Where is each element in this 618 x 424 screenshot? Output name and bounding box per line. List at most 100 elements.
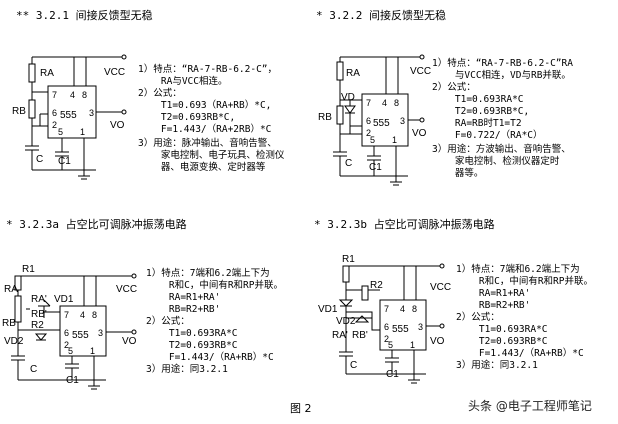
ground-symbol xyxy=(88,380,100,390)
desc-line: 1）特点：7端和6.2端上下为 xyxy=(456,263,580,275)
pin-8: 8 xyxy=(92,310,97,320)
description-3-2-3b: 1）特点：7端和6.2端上下为 R和C，中间有R和RP并联。 RA=R1+RA'… xyxy=(456,263,593,371)
desc-line: T2=0.693RB*C, xyxy=(138,112,235,123)
pin-7: 7 xyxy=(52,90,57,100)
pin-8: 8 xyxy=(82,90,87,100)
pin-4: 4 xyxy=(70,90,75,100)
pin-7: 7 xyxy=(366,98,371,108)
desc-line: RB=R2+RB' xyxy=(146,304,220,315)
c-label: C xyxy=(350,360,357,371)
desc-line: 家电控制、检测仪器定时 xyxy=(432,155,560,167)
desc-line: 3）用途：同3.2.1 xyxy=(146,363,228,375)
vcc-label: VCC xyxy=(116,284,137,295)
pin-5: 5 xyxy=(68,346,73,356)
diode-vd2 xyxy=(354,315,370,323)
c1-label: C1 xyxy=(66,375,79,386)
pin-3: 3 xyxy=(98,328,103,338)
pin-8: 8 xyxy=(394,98,399,108)
ground-symbol xyxy=(408,374,420,384)
pin-7: 7 xyxy=(384,304,389,314)
r2-label: R2 xyxy=(370,280,383,291)
ic-555 xyxy=(59,305,107,357)
pin-6: 6 xyxy=(52,108,57,118)
ground-symbol xyxy=(390,176,402,186)
pin-5: 5 xyxy=(388,340,393,350)
pin-4: 4 xyxy=(400,304,405,314)
vd2-label: VD2 xyxy=(4,336,24,347)
c-label: C xyxy=(36,154,43,165)
desc-line: 3）用途：方波输出、音响告警、 xyxy=(432,143,571,155)
desc-line: R和C，中间有R和RP并联。 xyxy=(146,279,283,291)
c1-label: C1 xyxy=(58,156,71,167)
capacitor-c xyxy=(11,330,25,380)
pin-8: 8 xyxy=(412,304,417,314)
vd1-label: VD1 xyxy=(318,304,338,315)
resistor-r1 xyxy=(342,265,350,283)
pin-2: 2 xyxy=(52,120,57,130)
desc-line: T1=0.693RA*C xyxy=(456,324,548,335)
vo-terminal xyxy=(419,117,425,123)
c-label: C xyxy=(30,364,37,375)
vcc-rail xyxy=(18,275,132,306)
desc-line: 2）公式： xyxy=(138,87,182,99)
vcc-label: VCC xyxy=(430,282,451,293)
vo-label: VO xyxy=(122,336,137,347)
section-3-2-2: * 3.2.2 间接反馈型无稳 555 7 4 8 6 2 3 5 1 VCC … xyxy=(316,8,573,186)
desc-line: RB=R2+RB' xyxy=(456,300,530,311)
ic-555 xyxy=(47,85,97,139)
section-title: * 3.2.3a 占空比可调脉冲振荡电路 xyxy=(6,217,187,231)
section-title: * 3.2.2 间接反馈型无稳 xyxy=(316,8,446,22)
ic-label: 555 xyxy=(72,330,89,341)
desc-line: RA=RB时T1=T2 xyxy=(432,117,522,129)
diode-vd2 xyxy=(34,333,48,341)
description-3-2-2: 1）特点：“RA-7-RB-6.2-C”RA 与VCC相连，VD与RB并联。 2… xyxy=(432,57,573,179)
desc-line: F=1.443/（RA+2RB）*C xyxy=(138,123,271,135)
ground-wire xyxy=(346,350,426,375)
description-3-2-3a: 1）特点：7端和6.2端上下为 R和C，中间有R和RP并联。 RA=R1+RA'… xyxy=(146,267,283,375)
ic-555 xyxy=(361,93,409,147)
diode-vd xyxy=(344,100,356,126)
vcc-terminal xyxy=(131,273,137,279)
ground-symbol xyxy=(78,170,90,180)
r1-label: R1 xyxy=(342,254,355,265)
ground-wire xyxy=(340,146,408,177)
capacitor-c xyxy=(333,134,347,176)
ground-wire xyxy=(32,138,96,171)
r1-wire xyxy=(345,282,380,300)
pin-7: 7 xyxy=(64,310,69,320)
r2-label: R2 xyxy=(31,320,44,331)
desc-line: 2）公式： xyxy=(432,81,476,93)
desc-line: F=1.443/（RA+RB）*C xyxy=(146,351,274,363)
section-title: ** 3.2.1 间接反馈型无稳 xyxy=(16,8,153,22)
ic-label: 555 xyxy=(60,110,77,121)
section-title: * 3.2.3b 占空比可调脉冲振荡电路 xyxy=(314,217,495,231)
rb-prime-label: RB' xyxy=(352,330,368,341)
description-3-2-1: 1）特点：“RA-7-RB-6.2-C”， RA与VCC相连。 2）公式： T1… xyxy=(138,63,285,173)
resistor-ra xyxy=(28,63,36,83)
resistor-r2 xyxy=(361,285,369,301)
desc-line: T1=0.693（RA+RB）*C, xyxy=(138,99,271,111)
ra-prime-label: RA' xyxy=(332,330,348,341)
section-3-2-3a: * 3.2.3a 占空比可调脉冲振荡电路 555 7 4 8 6 2 3 5 1… xyxy=(2,217,283,390)
pin-6: 6 xyxy=(366,116,371,126)
pin-1: 1 xyxy=(80,127,85,137)
desc-line: T2=0.693RB*C, xyxy=(432,106,529,117)
vcc-terminal xyxy=(121,54,127,60)
pin-3: 3 xyxy=(400,116,405,126)
watermark: 头条 @电子工程师笔记 xyxy=(468,398,592,413)
pin-6: 6 xyxy=(64,328,69,338)
ra-label: RA xyxy=(40,68,54,79)
desc-line: 1）特点：“RA-7-RB-6.2-C”， xyxy=(138,63,277,75)
diode-vd1 xyxy=(338,299,354,307)
ground-wire xyxy=(18,356,106,381)
desc-line: 器、电源变换、定时器等 xyxy=(138,161,266,173)
pin-1: 1 xyxy=(392,135,397,145)
ra-prime-label: RA' xyxy=(31,294,47,305)
pin-1: 1 xyxy=(410,340,415,350)
ic-label: 555 xyxy=(392,324,409,335)
desc-line: 1）特点：7端和6.2端上下为 xyxy=(146,267,270,279)
pin-4: 4 xyxy=(382,98,387,108)
pin-2: 2 xyxy=(366,128,371,138)
vo-label: VO xyxy=(430,336,445,347)
c1-label: C1 xyxy=(369,162,382,173)
